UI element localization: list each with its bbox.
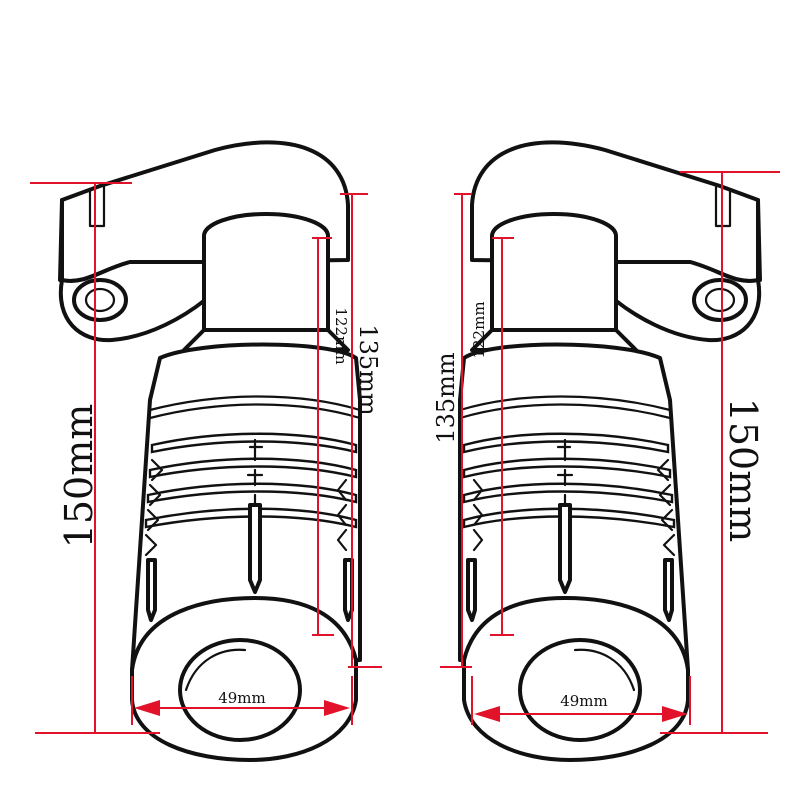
left-slider: [58, 140, 362, 762]
right-diameter-label: 49mm: [560, 692, 608, 710]
right-inner-length-label: 122mm: [470, 301, 488, 358]
right-slider: [458, 140, 762, 762]
left-dimension-lines: [30, 182, 382, 734]
left-body-length-label: 135mm: [354, 324, 382, 416]
left-inner-length-label: 122mm: [332, 307, 350, 364]
left-diameter-label: 49mm: [218, 689, 266, 707]
right-dimension-lines: [440, 171, 780, 734]
right-total-height-label: 150mm: [721, 398, 765, 543]
right-body-length-label: 135mm: [432, 352, 460, 444]
left-total-height-label: 150mm: [57, 404, 101, 549]
